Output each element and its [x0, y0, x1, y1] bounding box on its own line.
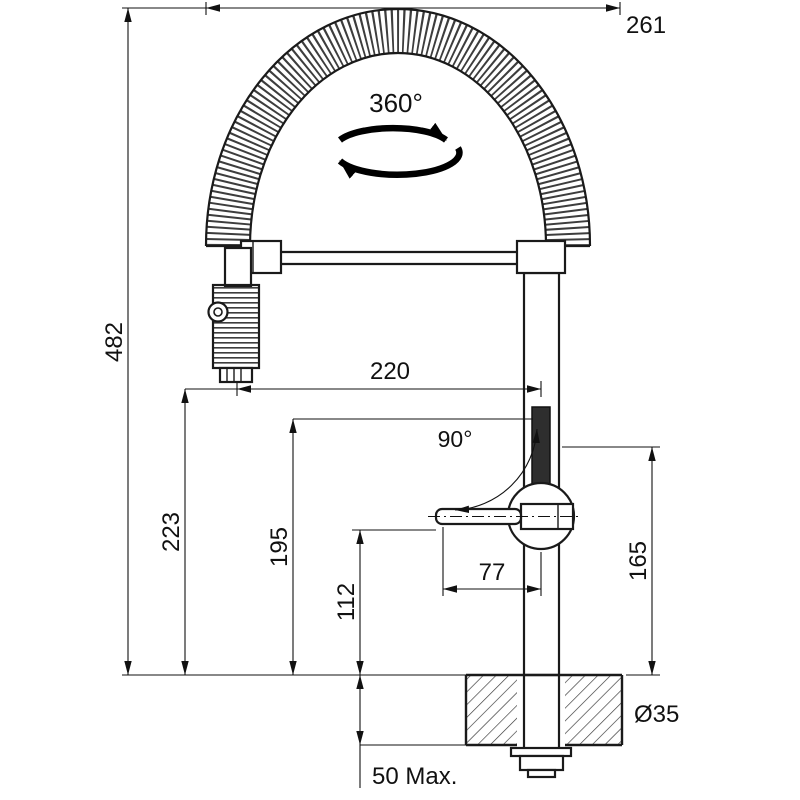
- dim-total-height: 482: [101, 7, 466, 676]
- dim-spout-reach: 220: [185, 358, 542, 397]
- counter-hatch-left: [466, 675, 517, 745]
- dim-handle-clearance: 195: [266, 418, 533, 675]
- dim-label-77: 77: [479, 559, 506, 586]
- dim-label-223: 223: [158, 512, 185, 552]
- dim-hose-drop: 223: [158, 389, 189, 675]
- body-top-collar: [515, 239, 567, 275]
- spray-tip: [218, 366, 254, 384]
- rotation-arrow-top: [338, 122, 448, 143]
- mounting-nut: [518, 754, 565, 772]
- handle-assembly: 90°: [428, 406, 582, 551]
- coil-inner-edge: [248, 51, 548, 247]
- lever-swing-arc: [454, 428, 540, 514]
- rotation-arrow-bottom: [337, 146, 463, 179]
- spray-button-inner: [213, 307, 223, 317]
- mounting-washer: [509, 746, 573, 758]
- coil-texture: [206, 9, 590, 247]
- countertop-section: [464, 673, 624, 779]
- dim-hole-diameter: Ø35: [634, 701, 679, 728]
- dim-label-482: 482: [101, 322, 128, 362]
- dim-label-165: 165: [625, 541, 652, 581]
- mounting-stud: [526, 768, 557, 779]
- swivel-annotation: 360°: [337, 88, 463, 179]
- swivel-angle-label: 360°: [369, 88, 423, 118]
- dim-label-195: 195: [266, 527, 293, 567]
- dim-body-height: 165: [562, 446, 660, 676]
- connector-tube: [239, 239, 519, 275]
- spray-neck: [223, 246, 253, 288]
- counter-hatch-right: [565, 675, 622, 745]
- dim-lever-length: 77: [442, 527, 542, 596]
- dim-deck-thickness: 50 Max.: [356, 675, 466, 790]
- dim-label-261: 261: [626, 12, 666, 39]
- dim-label-50max: 50 Max.: [372, 763, 457, 790]
- lever-vertical: [531, 406, 551, 493]
- lever-angle-label: 90°: [438, 426, 473, 452]
- dim-top-width: 261: [122, 2, 666, 39]
- spray-button: [207, 301, 229, 323]
- spray-head: [207, 246, 261, 384]
- dim-label-d35: Ø35: [634, 701, 679, 728]
- dim-handle-axis-height: 112: [333, 529, 436, 675]
- dim-label-112: 112: [333, 583, 360, 621]
- dim-label-220: 220: [370, 358, 410, 385]
